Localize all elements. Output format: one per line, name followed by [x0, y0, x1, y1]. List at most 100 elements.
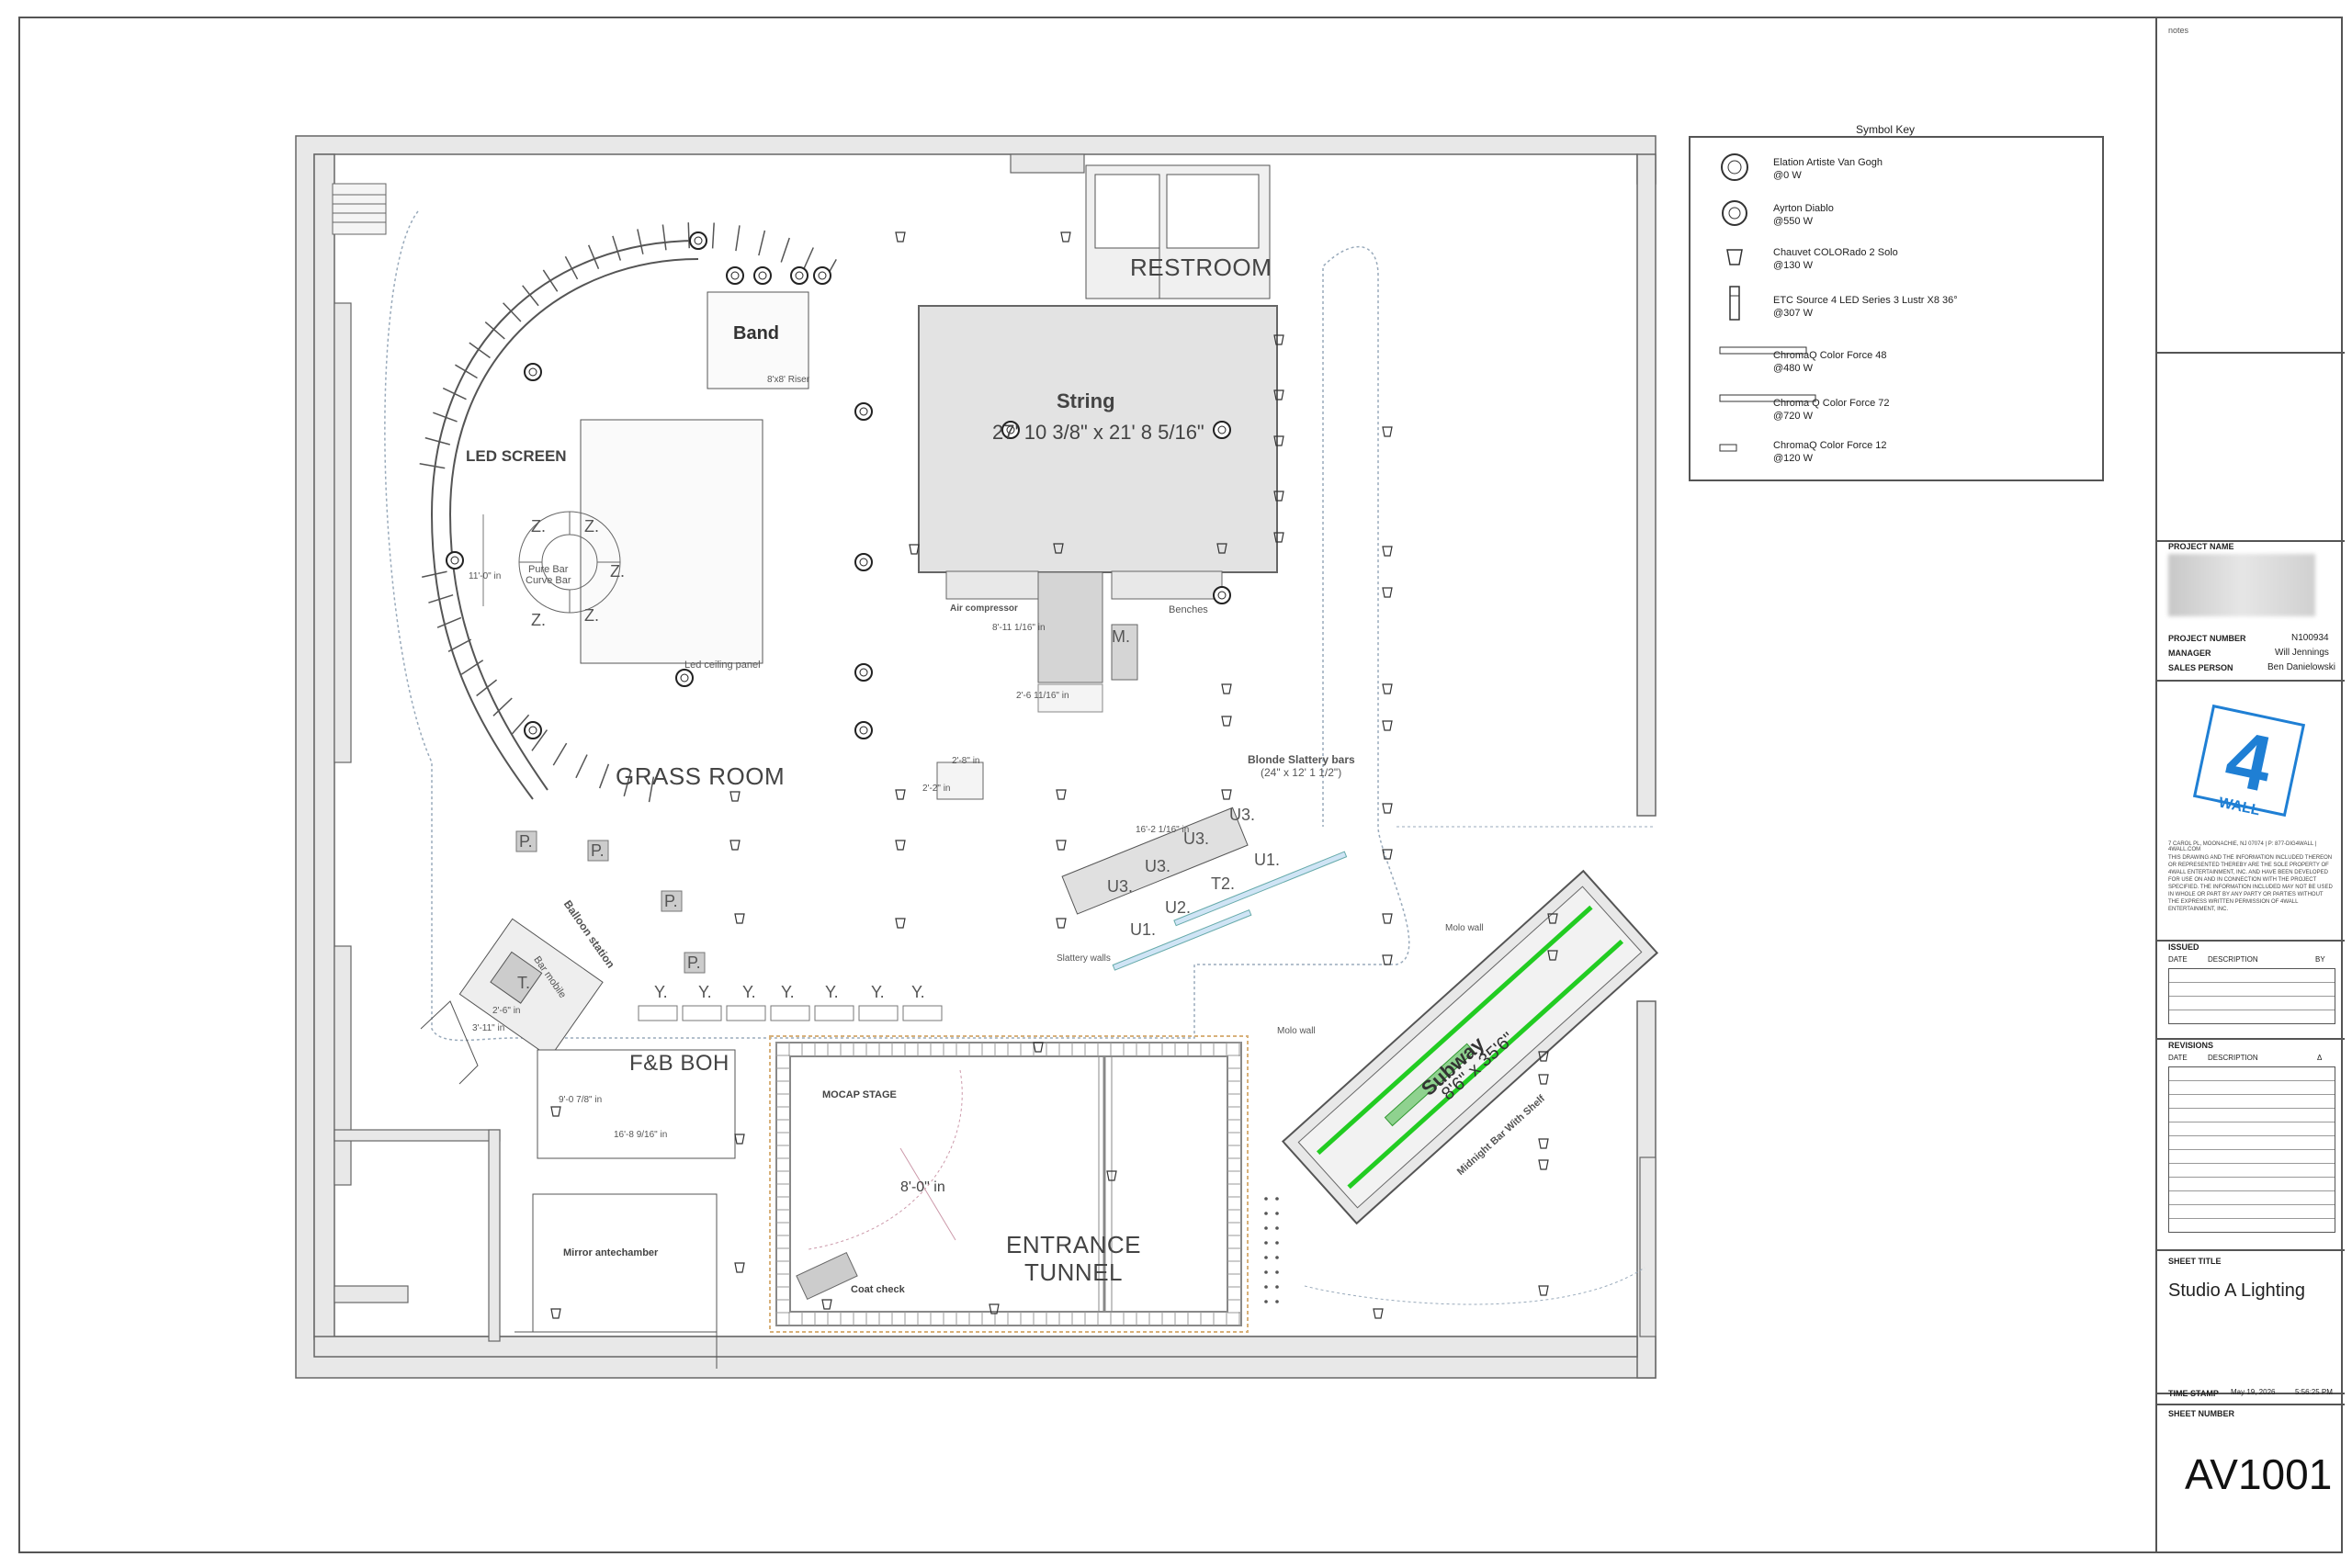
moving-head-lens — [859, 407, 868, 416]
zone-z-5: Z. — [584, 606, 599, 625]
floor-dot — [1264, 1241, 1268, 1245]
led-panel — [442, 387, 467, 400]
fb-boh-label: F&B BOH — [629, 1051, 729, 1076]
par-fixture — [1056, 840, 1067, 851]
project-number: N100934 — [2291, 633, 2329, 643]
key-item-4: ETC Source 4 LED Series 3 Lustr X8 36°@3… — [1773, 295, 1958, 319]
mirror-antechamber — [532, 1193, 718, 1333]
led-panel — [422, 570, 447, 579]
zone-t: T. — [517, 974, 531, 992]
moving-head — [689, 231, 707, 250]
led-panel — [436, 616, 462, 628]
bar-rect — [580, 419, 763, 664]
led-panel — [492, 697, 513, 716]
zone-p-3: P. — [664, 892, 678, 910]
moving-head — [1213, 421, 1231, 439]
mirror-antechamber-label: Mirror antechamber — [563, 1247, 659, 1258]
moving-head — [524, 721, 542, 739]
floor-dot — [1264, 1226, 1268, 1230]
zone-y-4: Y. — [781, 983, 795, 1001]
cable-run — [384, 210, 1410, 1042]
moving-head — [854, 721, 873, 739]
par-fixture — [1382, 587, 1393, 598]
moving-head-lens — [1006, 425, 1015, 434]
rev-col-delta: Δ — [2317, 1054, 2323, 1062]
key-item-3: Chauvet COLORado 2 Solo@130 W — [1773, 247, 1898, 271]
notes-label: notes — [2168, 26, 2189, 35]
par-fixture — [1382, 954, 1393, 965]
par-fixture — [1538, 1285, 1549, 1296]
bench — [770, 1005, 810, 1021]
moving-head-icon — [1721, 153, 1748, 181]
issued-section — [2157, 940, 2345, 942]
par-fixture — [1538, 1159, 1549, 1170]
floor-dot — [1275, 1212, 1279, 1215]
par-fixture — [1538, 1138, 1549, 1149]
led-panel — [612, 235, 622, 261]
strip-icon — [1719, 444, 1737, 452]
moving-head-lens — [758, 271, 767, 280]
dim-box-2b: 2'-2" in — [922, 784, 951, 794]
dim-led-11: 11'-0" in — [469, 571, 502, 581]
revisions-label: REVISIONS — [2168, 1041, 2214, 1050]
led-panel — [662, 224, 667, 251]
bench — [682, 1005, 722, 1021]
moving-head-lens — [795, 271, 804, 280]
sheet-number: AV1001 — [2185, 1450, 2333, 1498]
dim-boh-16: 16'-8 9/16" in — [614, 1130, 668, 1140]
4wall-logo: 4 WALL — [2192, 704, 2306, 818]
led-screen-panels — [419, 222, 837, 803]
zone-p-1: P. — [519, 832, 533, 851]
key-item-6: Chroma Q Color Force 72@720 W — [1773, 398, 1890, 422]
y-benches — [638, 1005, 943, 1021]
moving-head-lens — [528, 367, 537, 377]
key-item-7: ChromaQ Color Force 12@120 W — [1773, 440, 1887, 464]
floor-dot — [1275, 1197, 1279, 1201]
moving-head-lens — [818, 271, 827, 280]
dim-bar-2-6: 2'-6" in — [492, 1006, 521, 1016]
string-room — [918, 305, 1278, 573]
address-text: 7 CAROL PL, MOONACHIE, NJ 07074 | P: 877… — [2168, 841, 2317, 852]
led-panel — [637, 229, 644, 254]
led-panel — [711, 222, 715, 249]
par-fixture — [895, 918, 906, 929]
floor-dot — [1264, 1256, 1268, 1259]
led-ceiling-label: Led ceiling panel — [684, 660, 761, 671]
led-panel — [511, 714, 530, 735]
moving-head — [726, 266, 744, 285]
key-item-5: ChromaQ Color Force 48@480 W — [1773, 350, 1887, 374]
par-fixture — [909, 544, 920, 555]
sheet-title-label: SHEET TITLE — [2168, 1257, 2222, 1266]
zone-u3-b: U3. — [1145, 857, 1171, 875]
par-fixture — [1382, 803, 1393, 814]
moving-head-lens — [1217, 425, 1227, 434]
grass-room-label: GRASS ROOM — [616, 762, 786, 790]
zone-y-6: Y. — [871, 983, 885, 1001]
floor-dot — [1264, 1212, 1268, 1215]
par-fixture — [1221, 789, 1232, 800]
par-fixture — [1547, 950, 1558, 961]
moving-head — [446, 551, 464, 570]
slattery-walls-label: Slattery walls — [1057, 953, 1111, 964]
dim-slat-16: 16'-2 1/16" in — [1136, 825, 1190, 835]
led-panel — [735, 225, 741, 252]
led-panel — [780, 237, 790, 263]
moving-head-lens — [859, 668, 868, 677]
par-fixture — [734, 1262, 745, 1273]
led-panel — [424, 436, 450, 446]
issued-label: ISSUED — [2168, 942, 2199, 952]
zone-y-3: Y. — [742, 983, 756, 1001]
subway-car — [1281, 869, 1659, 1225]
symbol-key: Elation Artiste Van Gogh@0 W Ayrton Diab… — [1689, 136, 2104, 481]
par-fixture — [1033, 1042, 1044, 1053]
led-panel — [623, 771, 632, 797]
project-name-redacted — [2168, 554, 2315, 616]
bench — [902, 1005, 943, 1021]
led-panel — [802, 247, 814, 272]
par-fixture — [1216, 543, 1227, 554]
zone-u2: U2. — [1165, 898, 1192, 917]
par-fixture — [1382, 720, 1393, 731]
blonde-bars-label: Blonde Slattery bars — [1248, 753, 1355, 766]
par-fixture — [1060, 231, 1071, 243]
